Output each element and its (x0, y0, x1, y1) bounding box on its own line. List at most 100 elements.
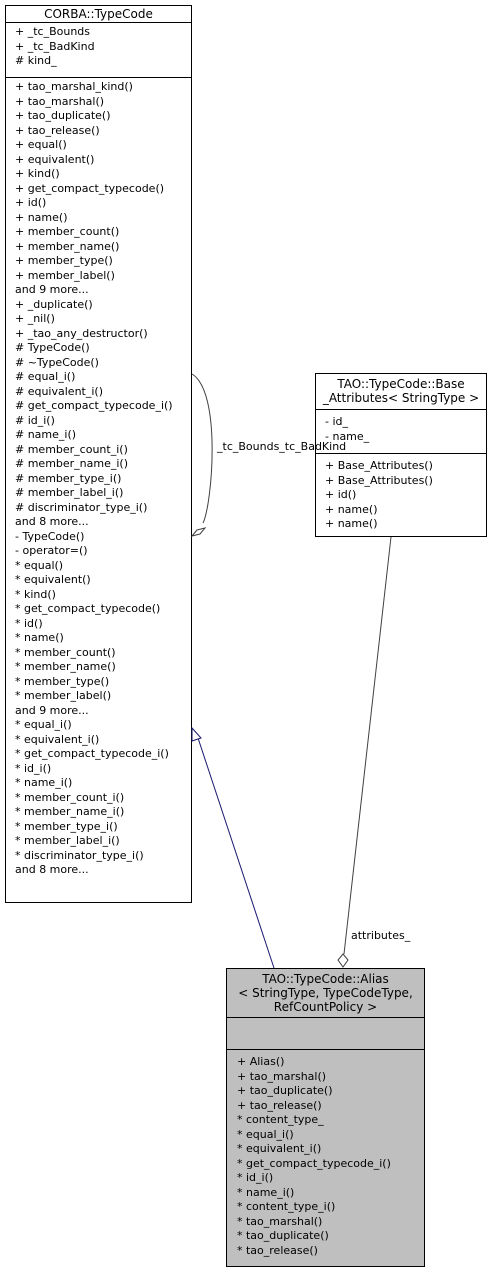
member-line: * content_type_i() (237, 1200, 336, 1213)
member-line: _tc_Bounds (217, 440, 280, 453)
member-line: # equal_i() (15, 370, 76, 383)
member-line: # member_label_i() (15, 486, 124, 499)
member-line: * id_i() (15, 761, 52, 775)
member-line: # ~TypeCode() (15, 355, 99, 369)
member-line: * id_i() (237, 1171, 274, 1184)
member-line: + get_compact_typecode() (15, 181, 165, 195)
member-line: * tao_release() (237, 1243, 318, 1257)
member-line: + Alias() (237, 1055, 285, 1068)
class-title: TAO::TypeCode::Alias< StringType, TypeCo… (227, 969, 424, 1017)
member-line: + tao_duplicate() (237, 1084, 333, 1097)
member-line: _Attributes< StringType > (322, 391, 480, 405)
member-line: * discriminator_type_i() (15, 848, 144, 862)
member-line: + id() (15, 196, 47, 209)
member-line: * member_count_i() (15, 790, 125, 804)
member-line: * get_compact_typecode_i() (237, 1156, 391, 1170)
member-line: # member_count_i() (15, 442, 128, 456)
class-title: TAO::TypeCode::Base_Attributes< StringTy… (316, 374, 486, 409)
member-line: # TypeCode() (15, 341, 90, 354)
member-line: + _duplicate() (15, 297, 93, 311)
member-line: * tao_duplicate() (237, 1229, 329, 1242)
member-line: < StringType, TypeCodeType, (238, 986, 413, 1000)
member-line: TAO::TypeCode::Alias (262, 972, 389, 986)
attributes-link-label: attributes_ (351, 929, 411, 942)
member-line: * equal_i() (15, 718, 72, 731)
attributes-section: - id_- name_ (316, 409, 486, 453)
member-line: * equivalent_i() (237, 1142, 322, 1155)
member-line: * member_label_i() (15, 834, 120, 847)
member-line: # id_i() (15, 413, 55, 427)
member-line: + tao_release() (237, 1098, 322, 1112)
member-line: + member_label() (15, 268, 115, 282)
member-line: + id() (325, 488, 357, 501)
member-line: * member_type_i() (15, 819, 118, 833)
member-line: and 9 more... (15, 283, 89, 296)
member-line: * equal_i() (237, 1127, 294, 1141)
member-line: + tao_duplicate() (15, 109, 111, 122)
member-line: * equal() (15, 558, 64, 572)
member-line: * member_type() (15, 674, 110, 688)
member-line: + tao_release() (15, 123, 100, 137)
operations-section: + Alias()+ tao_marshal()+ tao_duplicate(… (227, 1049, 424, 1260)
member-line: * equivalent() (15, 573, 91, 586)
member-line: and 8 more... (15, 863, 89, 876)
member-line: + _tao_any_destructor() (15, 326, 148, 340)
member-line: # member_type_i() (15, 471, 122, 485)
member-line: + name() (325, 502, 378, 516)
member-line: + kind() (15, 167, 60, 180)
member-line: and 9 more... (15, 703, 89, 717)
member-line: + _tc_Bounds (15, 25, 91, 38)
member-line: - name_ (325, 429, 370, 443)
operations-section: + tao_marshal_kind()+ tao_marshal()+ tao… (6, 77, 191, 880)
member-line: - id_ (325, 415, 349, 428)
aggregation-diamond (337, 953, 349, 968)
class-base-attributes[interactable]: TAO::TypeCode::Base_Attributes< StringTy… (315, 373, 487, 537)
member-line: - operator=() (15, 544, 88, 557)
aggregation-line (343, 536, 392, 955)
member-line: # discriminator_type_i() (15, 500, 148, 514)
member-line: # name_i() (15, 428, 77, 441)
member-line: TAO::TypeCode::Base (337, 377, 465, 391)
self-link-label: _tc_Bounds_tc_BadKind (217, 440, 346, 453)
member-line: + Base_Attributes() (325, 459, 433, 472)
self-association-line (191, 373, 213, 524)
member-line: # kind_ (15, 54, 57, 67)
member-line: + member_count() (15, 225, 120, 238)
member-line: * member_label() (15, 689, 112, 702)
member-line: * name_i() (15, 776, 73, 789)
member-line: * member_count() (15, 645, 116, 659)
member-line: * content_type_ (237, 1113, 324, 1126)
member-line: + member_type() (15, 254, 113, 267)
member-line: + tao_marshal_kind() (15, 80, 133, 93)
member-line: * member_name_i() (15, 805, 125, 818)
member-line: * get_compact_typecode_i() (15, 747, 169, 760)
member-line: * kind() (15, 587, 56, 601)
inheritance-line (197, 737, 275, 969)
member-line: # member_name_i() (15, 457, 129, 470)
member-line: CORBA::TypeCode (44, 7, 153, 21)
member-line: + member_name() (15, 239, 120, 253)
member-line: * equivalent_i() (15, 732, 100, 746)
class-alias[interactable]: TAO::TypeCode::Alias< StringType, TypeCo… (226, 968, 425, 1267)
member-line: + _nil() (15, 312, 55, 325)
class-title: CORBA::TypeCode (6, 6, 191, 22)
operations-section: + Base_Attributes()+ Base_Attributes()+ … (316, 453, 486, 534)
member-line: + equal() (15, 138, 67, 151)
member-line: * member_name() (15, 660, 116, 673)
member-line: + _tc_BadKind (15, 39, 95, 53)
member-line: + tao_marshal() (15, 94, 105, 108)
member-line: - TypeCode() (15, 529, 85, 543)
member-line: * id() (15, 616, 43, 630)
member-line: + Base_Attributes() (325, 473, 433, 487)
member-line: + tao_marshal() (237, 1069, 327, 1083)
member-line: # equivalent_i() (15, 384, 103, 398)
member-line: * get_compact_typecode() (15, 602, 161, 615)
attributes-section (227, 1017, 424, 1049)
self-association-diamond (190, 527, 207, 537)
member-line: RefCountPolicy > (273, 1000, 378, 1014)
member-line: * tao_marshal() (237, 1214, 323, 1228)
member-line: * name_i() (237, 1185, 295, 1199)
class-corba-typecode[interactable]: CORBA::TypeCode + _tc_Bounds+ _tc_BadKin… (5, 5, 192, 903)
member-line: + name() (325, 517, 378, 530)
